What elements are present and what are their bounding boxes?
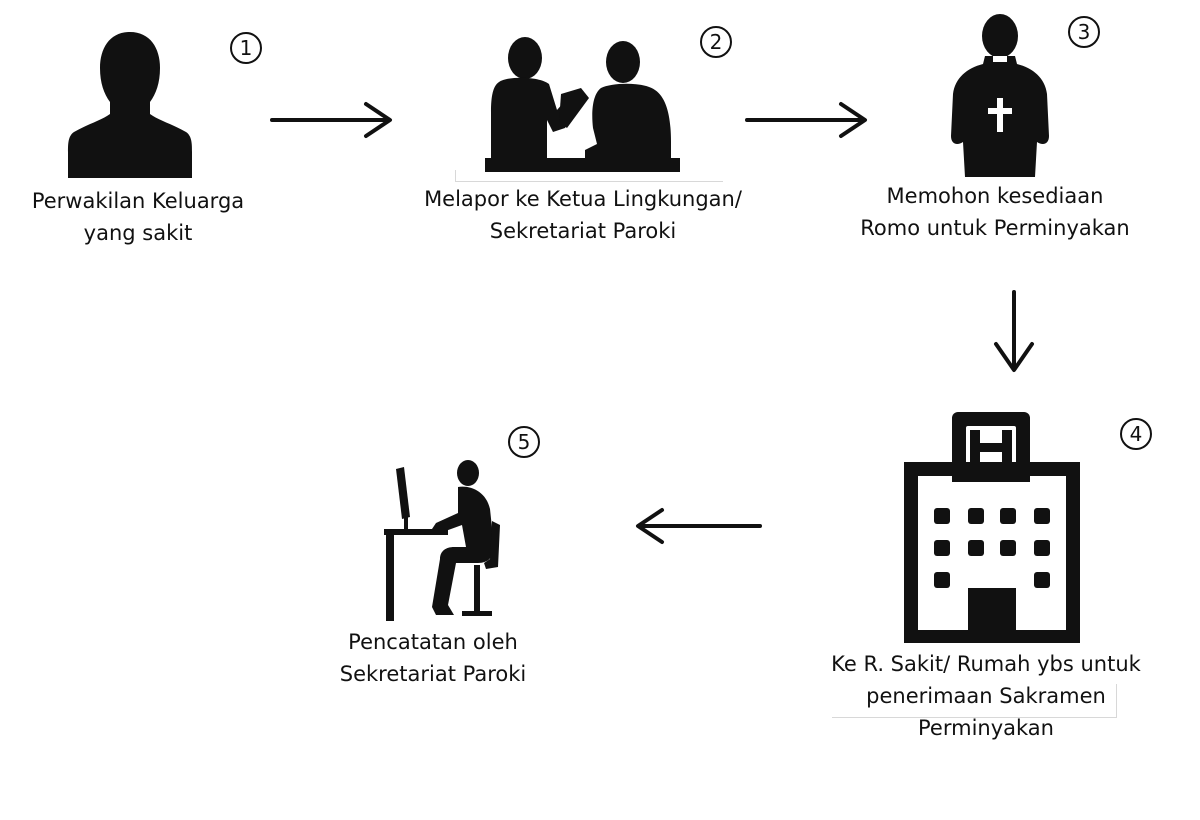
person-silhouette-icon	[68, 32, 192, 178]
step-label: Pencatatan oleh Sekretariat Paroki	[313, 626, 553, 690]
divider	[455, 170, 456, 182]
step-label: Memohon kesediaan Romo untuk Perminyakan	[840, 180, 1150, 244]
step-label-line: Sekretariat Paroki	[339, 662, 527, 686]
step-label-line: Perminyakan	[918, 716, 1054, 740]
step-number-badge: 3	[1068, 16, 1100, 48]
arrow-right-icon	[745, 102, 867, 138]
step-label-line: Ke R. Sakit/ Rumah ybs untuk	[831, 652, 1141, 676]
arrow-right-icon	[270, 102, 392, 138]
priest-silhouette-icon	[951, 14, 1049, 177]
hospital-building-icon	[904, 412, 1080, 643]
divider	[832, 717, 1116, 718]
step-number-badge: 5	[508, 426, 540, 458]
step-label-line: Sekretariat Paroki	[489, 219, 677, 243]
step-label-line: Romo untuk Perminyakan	[860, 216, 1130, 240]
divider	[1116, 684, 1117, 718]
step-label: Melapor ke Ketua Lingkungan/ Sekretariat…	[408, 183, 758, 247]
two-people-talking-icon	[485, 37, 680, 172]
step-number-badge: 4	[1120, 418, 1152, 450]
step-label-line: yang sakit	[83, 221, 193, 245]
arrow-down-icon	[994, 290, 1034, 372]
person-at-computer-icon	[384, 460, 500, 621]
divider	[455, 181, 723, 182]
step-label-line: Melapor ke Ketua Lingkungan/	[424, 187, 742, 211]
step-label-line: Pencatatan oleh	[348, 630, 518, 654]
step-label: Perwakilan Keluarga yang sakit	[18, 185, 258, 249]
step-number-badge: 2	[700, 26, 732, 58]
step-label: Ke R. Sakit/ Rumah ybs untuk penerimaan …	[812, 648, 1160, 744]
arrow-left-icon	[636, 508, 762, 544]
step-label-line: Perwakilan Keluarga	[31, 189, 245, 213]
step-label-line: penerimaan Sakramen	[866, 684, 1106, 708]
step-label-line: Memohon kesediaan	[886, 184, 1104, 208]
step-number-badge: 1	[230, 32, 262, 64]
